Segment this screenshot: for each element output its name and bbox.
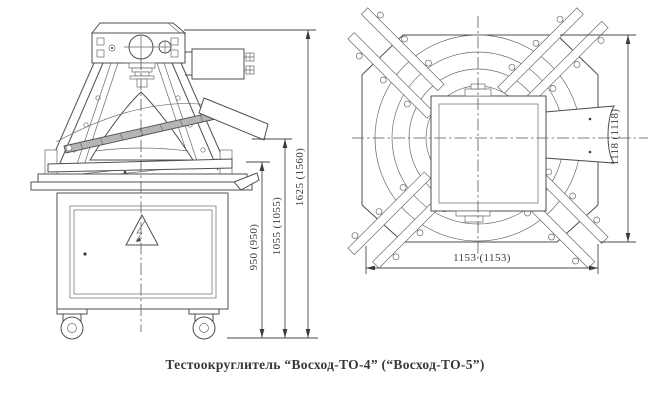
caster-wheel-left — [56, 308, 88, 340]
control-head — [90, 22, 187, 88]
hopper-square — [430, 83, 547, 223]
track-assembly-ne — [497, 7, 609, 105]
dimension-1625: 1625 (1560) — [184, 29, 316, 338]
base-cabinet — [56, 192, 229, 310]
drive-motor — [185, 48, 255, 80]
dimension-1625-label: 1625 (1560) — [294, 148, 306, 206]
caster-wheel-right — [188, 308, 220, 340]
dimension-1055: 1055 (1055) — [252, 138, 292, 338]
dimension-950: 950 (950) — [246, 161, 270, 338]
track-assembly-nw — [347, 7, 445, 119]
top-plan-view: 1118 (1118) 1153 (1153) — [347, 7, 648, 274]
dimension-1153: 1153 (1153) — [365, 244, 599, 274]
discharge-chute-plan — [544, 105, 616, 164]
drawing-caption: Тестоокруглитель “Восход-ТО-4” (“Восход-… — [165, 357, 485, 372]
dimension-1118-label: 1118 (1118) — [609, 109, 621, 166]
dimension-1153-label: 1153 (1153) — [453, 252, 511, 264]
dimension-950-label: 950 (950) — [248, 224, 260, 271]
side-elevation-view: 950 (950) 1055 (1055) 1625 (1560) — [30, 22, 318, 340]
dimension-1118: 1118 (1118) — [560, 34, 636, 243]
dimension-1055-label: 1055 (1055) — [271, 197, 283, 255]
discharge-chute — [198, 97, 269, 141]
table-plates — [30, 158, 260, 191]
